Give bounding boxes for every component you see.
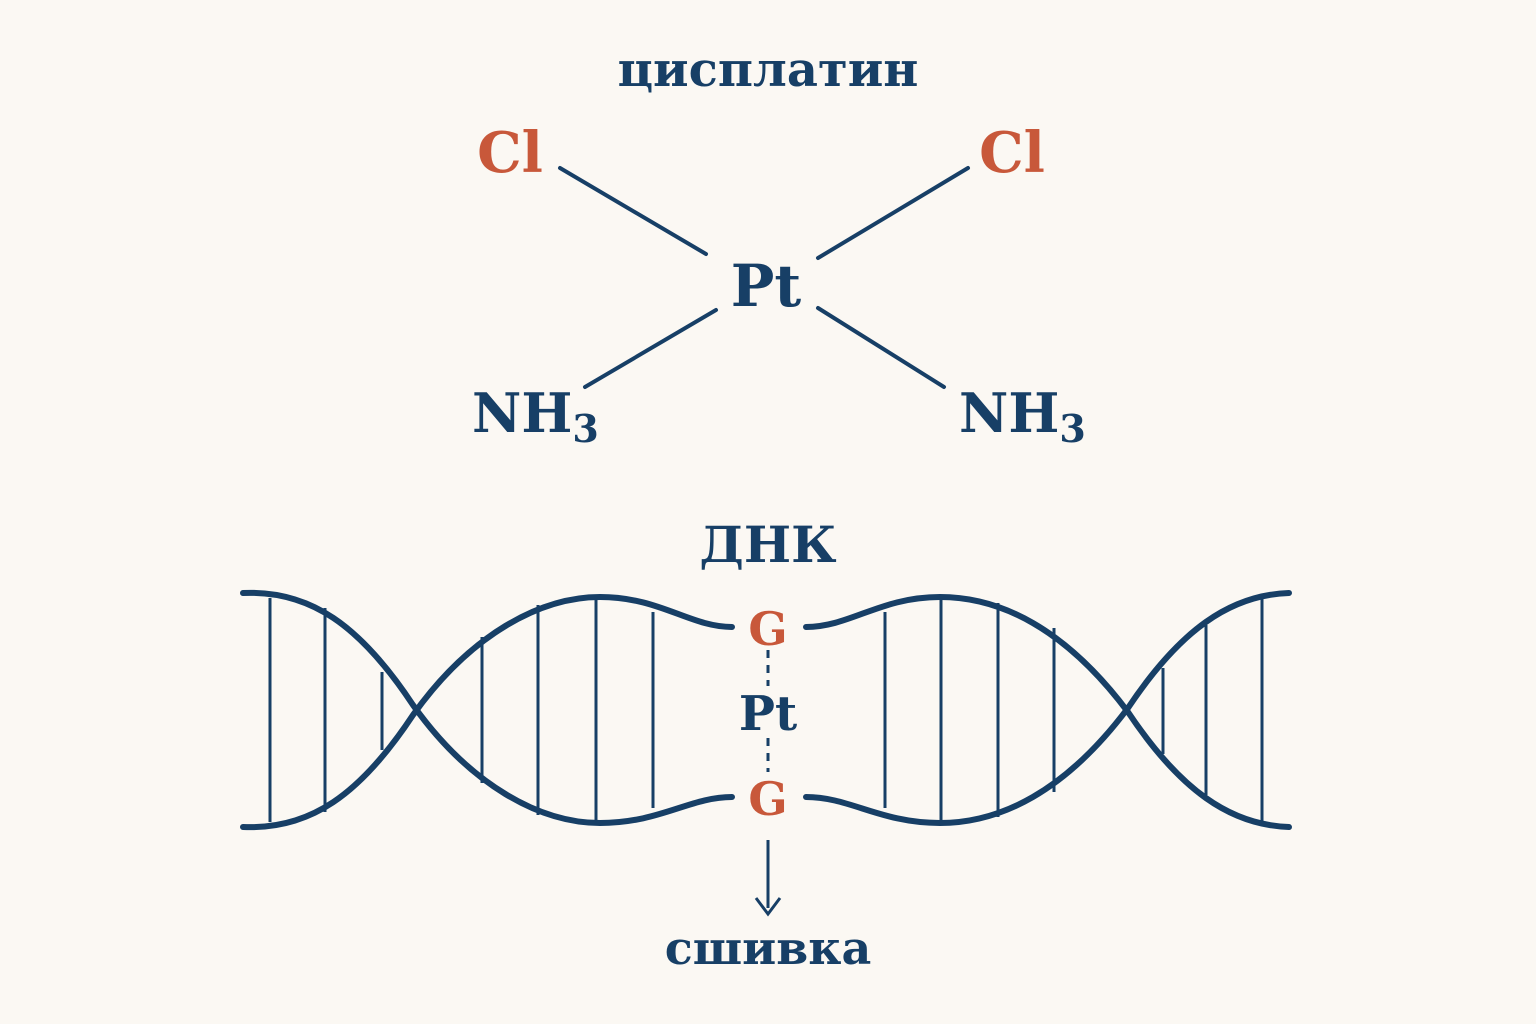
cisplatin-title: цисплатин (618, 42, 919, 98)
dna-structure: ДНК (240, 515, 1292, 975)
dna-title: ДНК (699, 515, 836, 574)
dna-backbone-strands (240, 589, 1292, 831)
ammine-right-label: NH3 (959, 381, 1086, 451)
cisplatin-structure: цисплатин Cl Cl Pt NH3 NH3 (472, 42, 1086, 451)
guanine-bottom-label: G (748, 772, 787, 826)
ammine-left-label: NH3 (472, 381, 599, 451)
down-arrow-icon (754, 840, 782, 917)
bonds (558, 166, 970, 389)
chlorine-right-label: Cl (979, 120, 1045, 186)
bond-pt-nh3-left (583, 308, 718, 389)
ammine-right-subscript: 3 (1059, 406, 1085, 451)
ammine-left-subscript: 3 (572, 406, 598, 451)
dna-strand-a-right (803, 593, 1292, 830)
crosslink-platinum-label: Pt (739, 686, 797, 742)
ammine-left-base: NH (472, 381, 572, 445)
dna-strand-b-left (240, 593, 735, 831)
ammine-right-base: NH (959, 381, 1059, 445)
bond-pt-nh3-right (816, 306, 946, 389)
base-pair-rungs (268, 598, 1264, 822)
chlorine-left-label: Cl (477, 120, 543, 186)
dna-strand-a-left (240, 589, 735, 827)
guanine-top-label: G (748, 602, 787, 656)
dna-strand-b-right (803, 590, 1292, 827)
crosslink-result-label: сшивка (665, 921, 872, 975)
bond-pt-cl-right (816, 166, 970, 260)
bond-pt-cl-left (558, 166, 708, 256)
platinum-center-label: Pt (731, 252, 802, 320)
